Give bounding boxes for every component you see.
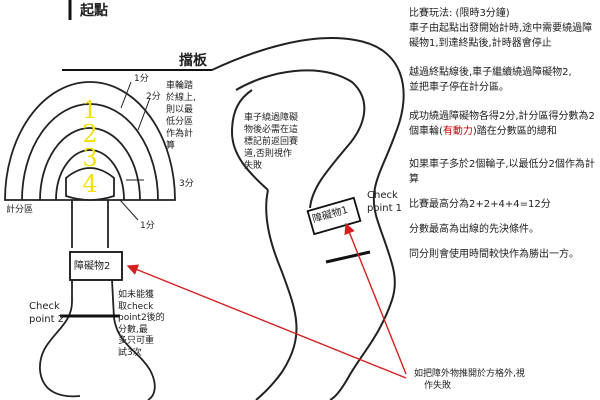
retry-rule-line: 如未能獲	[118, 290, 155, 300]
retry-rule-line: point2後的	[118, 313, 165, 323]
point-callouts	[119, 81, 151, 221]
retry-rule-line: 取check	[118, 301, 154, 312]
rules-heading: 比賽玩法: (限時3分鐘)	[409, 8, 510, 19]
obstacle-2-box	[69, 251, 123, 281]
rules-p3-emphasis: 有動力	[442, 126, 473, 137]
zone-number-1: 1	[82, 96, 97, 124]
board-label: 擋板	[179, 53, 207, 69]
retry-rule-line: 分數,最	[118, 324, 148, 335]
checkpoint-2-label: Check point 2	[29, 300, 64, 326]
push-rule-note: 如把障外物推開於方格外,視 作失敗	[414, 368, 525, 392]
wheel-rule-line: 算	[166, 141, 176, 151]
retry-rule-line: 試3次	[118, 347, 142, 358]
return-rule-line: 失敗	[244, 161, 263, 171]
points-1-top: 1分	[134, 74, 149, 84]
obstacle-1-box	[306, 196, 362, 236]
stem-track	[71, 200, 109, 248]
rules-panel: 比賽玩法: (限時3分鐘) 車子由起點出發開始計時,途中需要繞過障礙物1,到達終…	[409, 6, 599, 271]
checkpoint-1-line1: Check	[367, 190, 398, 201]
zone-number-3: 3	[82, 144, 97, 172]
checkpoint-1-line2: point 1	[367, 203, 403, 214]
wheel-rule-line: 則以最	[166, 105, 194, 115]
points-2: 2分	[146, 92, 161, 102]
red-arrows	[126, 222, 407, 379]
rules-p2b: 並把車子停在計分區。	[409, 82, 509, 93]
score-area-label: 計分區	[6, 205, 34, 215]
retry-rule-note: 如未能獲 取check point2後的 分數,最 多只可重 試3次	[118, 290, 165, 359]
obstacle-2-label: 障礙物2	[74, 261, 111, 272]
checkpoint-2-line2: point 2	[29, 314, 65, 325]
zone-number-2: 2	[82, 120, 97, 148]
wheel-rule-line: 於線上,	[166, 93, 196, 103]
points-3: 3分	[179, 179, 194, 189]
scoring-area	[4, 81, 176, 201]
return-rule-line: 車子繞過障礙	[244, 113, 299, 123]
push-rule-line: 如把障外物推開於方格外,視	[414, 369, 525, 379]
wheel-rule-note: 車輪踏 於線上, 則以最 低分區 作為計 算	[166, 80, 196, 152]
rules-p3: 成功繞過障礙物各得2分,計分區得分數為2個車輪(有動力)踏在分數區的總和	[409, 109, 599, 139]
points-1-bottom: 1分	[140, 221, 155, 231]
main-track	[211, 37, 405, 400]
rules-p7: 同分則會使用時間較快作為勝出一方。	[409, 249, 579, 260]
wheel-rule-line: 低分區	[166, 117, 194, 127]
rules-p1: 車子由起點出發開始計時,途中需要繞過障礙物1,到達終點後,計時器會停止	[409, 23, 593, 49]
start-label: 起點	[80, 3, 108, 19]
retry-rule-line: 多只可重	[118, 336, 155, 346]
checkpoint-1-label: Check point 1	[367, 189, 402, 215]
return-rule-line: 道,否則視作	[244, 149, 292, 159]
checkpoint-2-line1: Check	[29, 301, 60, 312]
rules-p2a: 越過終點線後,車子繼續繞過障礙物2,	[409, 67, 572, 78]
zone-4-area	[65, 167, 115, 201]
rules-p3a: 成功繞過障礙物各得2分,計分區得分數為2個車輪(	[409, 111, 595, 137]
push-rule-line: 作失敗	[424, 381, 452, 391]
return-rule-line: 物後必需在這	[244, 125, 299, 135]
rules-p6: 分數最高為出線的先決條件。	[409, 224, 539, 235]
return-rule-line: 標記前返回賽	[244, 137, 299, 147]
zone-number-4: 4	[82, 170, 97, 198]
zone-numbers: 1 2 3 4	[82, 96, 97, 198]
wheel-rule-line: 車輪踏	[166, 81, 194, 91]
return-rule-note: 車子繞過障礙 物後必需在這 標記前返回賽 道,否則視作 失敗	[244, 112, 298, 172]
rules-p2: 越過終點線後,車子繼續繞過障礙物2, 並把車子停在計分區。	[409, 65, 599, 95]
rules-p3b: )踏在分數區的總和	[472, 126, 557, 137]
wheel-rule-line: 作為計	[166, 129, 194, 139]
rules-p4: 如果車子多於2個輪子,以最低分2個作為計算	[409, 159, 595, 185]
rules-p5: 比賽最高分為2+2+4+4=12分	[409, 199, 551, 210]
checkpoint-1-line	[325, 250, 371, 264]
